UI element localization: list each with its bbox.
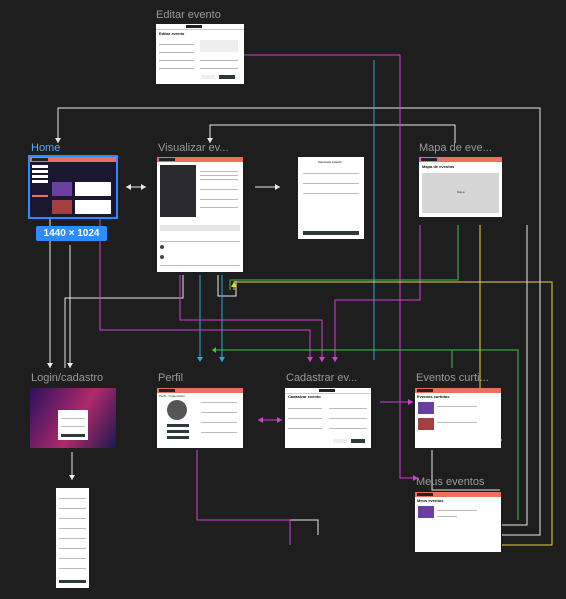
selection-size-badge: 1440 × 1024 [36,226,107,241]
frame-label-meus: Meus eventos [416,476,485,488]
frame-cadastrar-evento[interactable]: Cadastrar evento [285,388,371,448]
arrowhead [67,363,73,368]
frame-label-editar: Editar evento [156,9,221,21]
wire-top-mid [209,124,456,143]
frame-visualizar-evento[interactable] [157,157,243,272]
frame-home[interactable] [28,155,118,219]
wire-pink-3 [179,275,323,362]
wire-curtidos-bottom [431,450,500,491]
wire-pink-2 [99,219,311,362]
curtidos-title: Eventos curtidos [417,394,450,399]
inscrever-title: Inscrever evento [318,160,342,164]
arrowhead [55,138,61,143]
wire-pink-4 [334,225,421,362]
wire-top-loop [57,107,541,536]
arrowhead [126,184,131,190]
mapa-title: Mapa de eventos [422,164,455,169]
arrowhead [69,475,75,480]
frame-label-mapa: Mapa de eve... [419,142,492,154]
frame-perfil[interactable]: Perfil - Organizador [157,388,243,448]
frame-label-curtidos: Eventos curti... [416,372,489,384]
frame-mapa-eventos[interactable]: Mapa de eventos Mapa [419,157,502,217]
wire-yellow-1 [233,281,553,546]
frame-label-visualizar: Visualizar ev... [158,142,229,154]
frame-eventos-curtidos[interactable]: Eventos curtidos [415,388,501,448]
wire-green-1 [229,225,459,290]
frame-editar-evento[interactable]: Editar evento [156,24,244,84]
wire-pink-1 [243,54,418,479]
wire-mapa-right [502,225,528,526]
perfil-user: Perfil - Organizador [159,394,186,398]
arrowhead [141,184,146,190]
frame-label-cadastrar: Cadastrar ev... [286,372,358,384]
editar-title: Editar evento [159,31,185,36]
cadastrar-title: Cadastrar evento [288,394,321,399]
wire-pink-7 [196,450,291,545]
frame-label-perfil: Perfil [158,372,184,384]
arrowhead [207,138,213,143]
arrowhead [275,184,280,190]
wire-vis-bottom [64,275,184,368]
arrowhead [47,363,53,368]
frame-inscrever-evento[interactable]: Inscrever evento [298,157,364,239]
wire-green-2 [212,349,519,520]
wire-perfil-bottom [196,450,319,535]
frame-meus-eventos[interactable]: Meus eventos [415,492,501,552]
map-placeholder-text: Mapa [457,190,465,194]
frame-label-login: Login/cadastro [31,372,104,384]
meus-title: Meus eventos [417,498,444,503]
frame-cadastro-form[interactable] [56,488,89,588]
wire-vis-perfil [217,275,237,297]
frame-label-home: Home [31,142,61,154]
frame-login-cadastro[interactable] [30,388,116,448]
